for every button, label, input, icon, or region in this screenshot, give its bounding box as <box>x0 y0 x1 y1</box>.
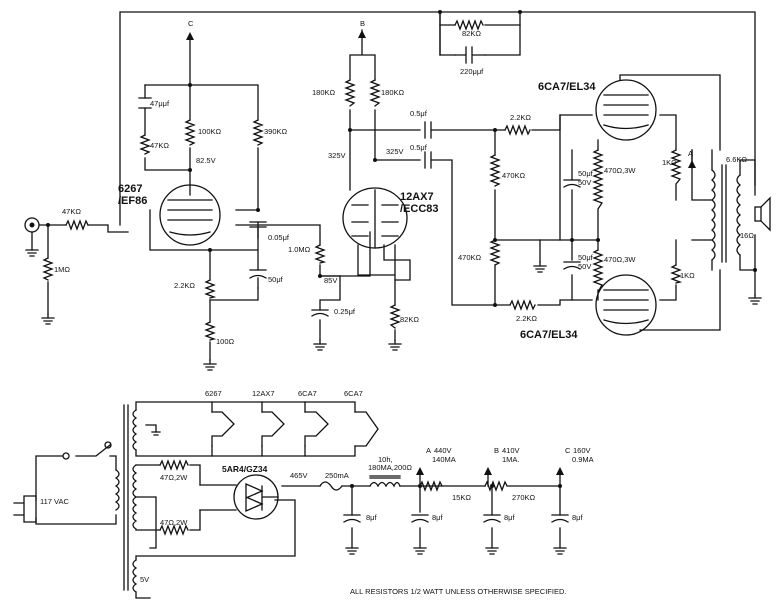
label-r-22kb: 2.2KΩ <box>516 314 537 323</box>
label-r-470w2: 470Ω,3W <box>604 255 636 264</box>
label-v-325a: 325V <box>328 151 346 160</box>
label-v-50b: 50V <box>578 262 591 271</box>
label-r-180b: 180KΩ <box>381 88 405 97</box>
label-c-feedback: 220μμf <box>460 67 484 76</box>
label-r-100k: 100KΩ <box>198 127 222 136</box>
label-cap-2: 8μf <box>432 513 443 522</box>
label-r-47a: 47Ω,2W <box>160 473 188 482</box>
label-rectifier: 5AR4/GZ34 <box>222 464 268 474</box>
label-tap-a-v: 440V <box>434 446 452 455</box>
label-mains: 117 VAC <box>40 497 69 506</box>
label-tap-c-v: 160V <box>573 446 591 455</box>
label-out-tube-top: 6CA7/EL34 <box>538 81 596 93</box>
label-c-50a: 50μf <box>578 169 594 178</box>
label-v-465: 465V <box>290 471 308 480</box>
capacitors <box>138 46 581 317</box>
label-r-1ka: 1KΩ <box>662 158 677 167</box>
label-c-025: 0.25μf <box>334 307 356 316</box>
label-tube1-a: 6267 <box>118 183 142 195</box>
label-cap-3: 8μf <box>504 513 515 522</box>
label-node-c: C <box>188 19 194 28</box>
label-v-85: 85V <box>324 276 337 285</box>
label-r-47k: 47KΩ <box>150 141 169 150</box>
label-c-05b: 0.5μf <box>410 143 428 152</box>
label-heater-1: 6267 <box>205 389 222 398</box>
amp-wiring <box>39 11 756 365</box>
label-v-325b: 325V <box>386 147 404 156</box>
psu-components <box>13 441 569 555</box>
label-c-50: 50μf <box>268 275 284 284</box>
label-heater-2: 12AX7 <box>252 389 275 398</box>
label-node-b: B <box>360 19 365 28</box>
label-c-005: 0.05μf <box>268 233 290 242</box>
label-r-1kb: 1KΩ <box>680 271 695 280</box>
label-ot-primary: 6.6KΩ <box>726 155 747 164</box>
label-tap-c: C <box>565 446 571 455</box>
label-r-22ka: 2.2KΩ <box>510 113 531 122</box>
label-r-15k: 15KΩ <box>452 493 471 502</box>
label-tap-a: A <box>426 446 431 455</box>
label-r-22k-cathode: 2.2KΩ <box>174 281 195 290</box>
ground-symbols <box>25 249 762 371</box>
label-tap-a-i: 140MA <box>432 455 456 464</box>
label-r-100: 100Ω <box>216 337 235 346</box>
label-r-470b: 470KΩ <box>458 253 482 262</box>
label-tap-b-i: 1MA. <box>502 455 520 464</box>
tube-el34-top <box>595 79 657 141</box>
psu-wiring <box>35 401 561 599</box>
label-r-10m: 1.0MΩ <box>288 245 311 254</box>
label-c-05a: 0.5μf <box>410 109 428 118</box>
label-heater-4: 6CA7 <box>344 389 363 398</box>
label-r-390k: 390KΩ <box>264 127 288 136</box>
label-tap-c-i: 0.9MA <box>572 455 594 464</box>
output-transformer <box>710 149 742 271</box>
label-ot-secondary: 16Ω <box>740 231 754 240</box>
label-c-47pf: 47μμf <box>150 99 170 108</box>
label-r-470a: 470KΩ <box>502 171 526 180</box>
label-choke-b: 180MA,200Ω <box>368 463 412 472</box>
label-cap-1: 8μf <box>366 513 377 522</box>
label-v-50a: 50V <box>578 178 591 187</box>
label-tube2-b: /ECC83 <box>400 203 439 215</box>
label-tube2-a: 12AX7 <box>400 191 434 203</box>
label-c-50b: 50μf <box>578 253 594 262</box>
label-out-tube-bottom: 6CA7/EL34 <box>520 329 578 341</box>
label-r-470w1: 470Ω,3W <box>604 166 636 175</box>
tube-12ax7 <box>342 187 408 249</box>
label-v-825: 82.5V <box>196 156 216 165</box>
resistors <box>42 19 683 341</box>
tube-ef86 <box>159 184 221 246</box>
label-r-180a: 180KΩ <box>312 88 336 97</box>
label-tap-b: B <box>494 446 499 455</box>
label-node-a: A <box>688 149 693 158</box>
input-jack <box>24 217 40 251</box>
label-tap-b-v: 410V <box>502 446 520 455</box>
label-r-82k: 82KΩ <box>400 315 419 324</box>
footnote: ALL RESISTORS 1/2 WATT UNLESS OTHERWISE … <box>350 587 566 596</box>
label-r-feedback: 82KΩ <box>462 29 481 38</box>
label-choke-a: 10h, <box>378 455 393 464</box>
label-heater-3: 6CA7 <box>298 389 317 398</box>
tube-el34-bottom <box>595 274 657 336</box>
label-fuse: 250mA <box>325 471 349 480</box>
label-tube1-b: /EF86 <box>118 195 147 207</box>
label-r-270k: 270KΩ <box>512 493 536 502</box>
label-r-47b: 47Ω,2W <box>160 518 188 527</box>
speaker-icon <box>754 196 771 232</box>
label-cap-4: 8μf <box>572 513 583 522</box>
label-5v: 5V <box>140 575 149 584</box>
label-r-input: 47KΩ <box>62 207 81 216</box>
junction-dots <box>46 10 757 307</box>
label-r-grid: 1MΩ <box>54 265 70 274</box>
supply-arrows <box>186 30 696 169</box>
